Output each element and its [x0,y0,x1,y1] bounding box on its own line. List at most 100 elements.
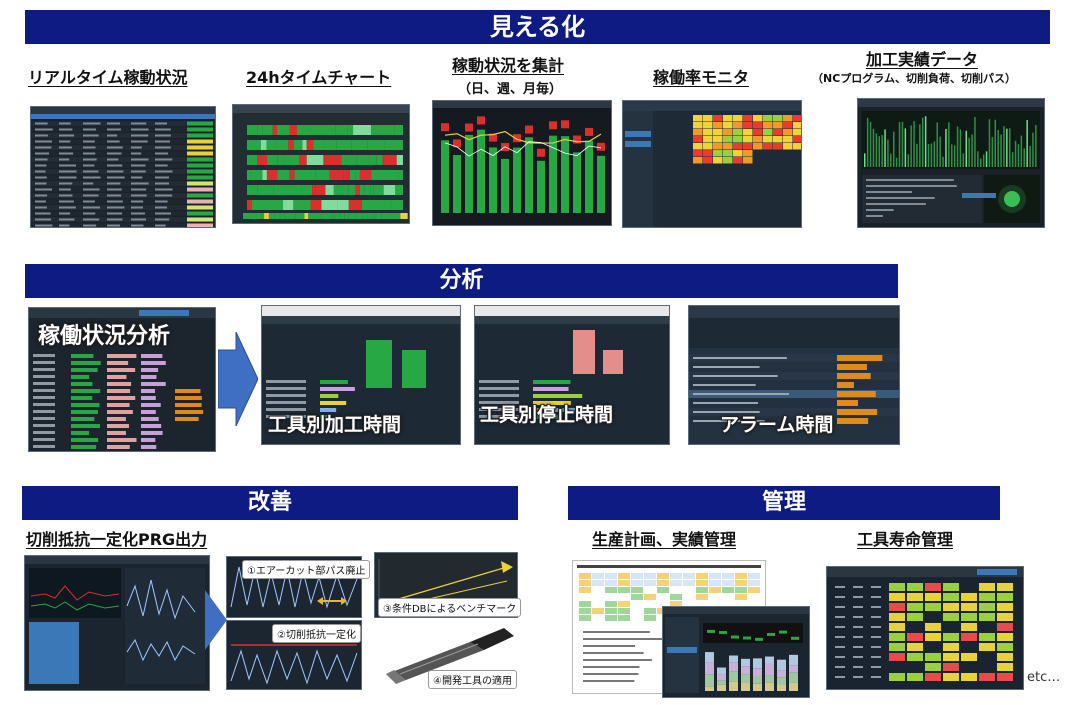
plan-cell [618,587,630,593]
plan-cell [748,601,760,607]
plan-cell [605,573,617,579]
heat-cell [743,143,753,150]
heat-cell [793,122,801,129]
tool-life-cell [889,663,905,671]
heat-cell [723,129,733,136]
time-segment [347,125,354,135]
bar-orange [175,389,201,393]
tool-life-cell [943,603,959,611]
cell-text [83,134,99,137]
time-segment [332,213,335,219]
tool-life-cell [943,633,959,641]
result-mark [767,632,775,636]
bar-purple [141,438,156,442]
plan-cell [592,587,604,593]
time-segment [337,200,349,210]
overlay-tool-stop-time: 工具別停止時間 [480,404,614,426]
heat-cell [713,129,723,136]
bar-green [71,375,90,379]
row-text [479,408,519,411]
bar-purple [141,445,157,449]
cell-text [155,218,170,221]
cell-text [155,188,173,191]
time-segment [293,200,311,210]
label-text [853,636,863,638]
cell-text [131,158,149,161]
cell-text [107,176,125,179]
plan-cell [657,580,669,586]
time-segment [339,213,345,219]
doc-line [583,631,650,633]
cell-text [83,122,101,125]
plan-cell [579,601,591,607]
row-text [866,209,894,211]
alarm-bar [837,364,867,370]
tool-life-cell [925,603,941,611]
cell-text [155,128,171,131]
cell-text [155,134,171,137]
heat-cell [763,122,773,129]
row-text [33,375,55,378]
bar-red [107,382,132,386]
bar-purple [141,417,159,421]
tool-life-cell [961,643,977,651]
result-mark [743,636,751,640]
cell-text [107,206,125,209]
plan-cell [592,608,604,614]
cell-text [107,194,122,197]
bar-purple [141,403,161,407]
bar-red [107,361,129,365]
cell-text [131,146,142,149]
cell-text [35,140,52,143]
plan-cell [670,580,682,586]
summary-bar-stop [561,120,569,129]
signal-bar [965,130,967,167]
row-text [33,354,55,357]
status-cell [187,175,213,180]
row-text [33,361,55,364]
alarm-bar [837,373,871,379]
cell-text [83,188,100,191]
plan-cell [735,601,747,607]
bar-red [107,375,127,379]
tool-life-cell [997,613,1013,621]
bar-green [71,389,101,393]
cell-text [83,158,97,161]
time-segment [249,213,255,219]
h-bar [320,380,348,384]
plan-cell [696,580,708,586]
time-segment [361,200,373,210]
label-production-plan: 生産計画、実績管理 [592,530,737,549]
cell-text [107,212,123,215]
bar-green [71,431,90,435]
plan-cell [579,573,591,579]
plan-cell [696,601,708,607]
plan-cell [722,573,734,579]
signal-bar [869,121,872,167]
label-text [871,616,881,618]
heat-cell [743,122,753,129]
cell-text [131,182,149,185]
summary-bar [489,147,497,213]
plan-cell [592,594,604,600]
label-text [853,676,863,678]
row-text [33,445,55,448]
tool-life-cell [997,673,1013,681]
time-segment [355,185,360,195]
row-text [33,424,55,427]
section-banner-improvement: 改善 [22,486,518,520]
bar-red [107,410,133,414]
cell-text [83,146,96,149]
cell-text [155,224,166,227]
cell-text [59,206,76,209]
cell-text [155,140,170,143]
result-bar [741,682,750,691]
table-row [31,193,215,198]
row-text [266,401,306,404]
bar-orange [175,396,202,400]
signal-bar [927,144,930,167]
bar-purple [141,368,159,372]
cell-text [83,212,96,215]
row-text [266,408,306,411]
cell-text [59,194,73,197]
